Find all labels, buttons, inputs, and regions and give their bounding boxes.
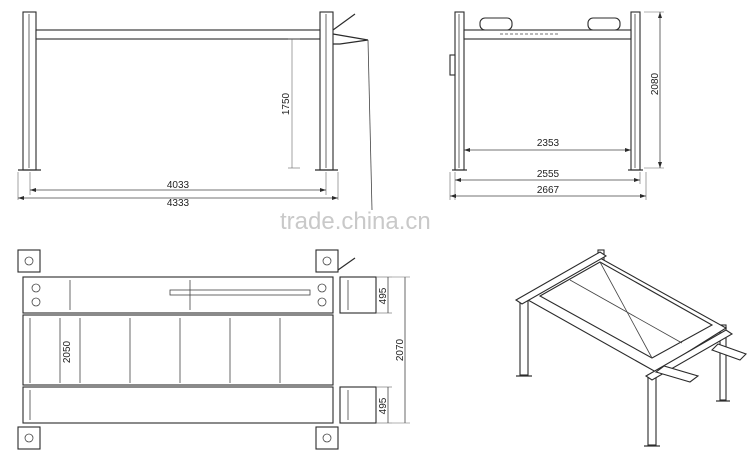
front-dim-inner-width: 4033 [167, 180, 190, 191]
side-dim-inner-width: 2353 [537, 138, 560, 149]
side-dim-outer-width: 2667 [537, 185, 560, 196]
side-dim-height: 2080 [650, 72, 661, 95]
watermark-text: trade.china.cn [280, 208, 431, 235]
top-dim-total-width: 2070 [395, 338, 406, 361]
front-dim-outer-width: 4333 [167, 198, 190, 209]
isometric-view [514, 249, 748, 447]
top-view: 495 495 2070 2050 [17, 249, 410, 450]
front-view: 4033 4333 1750 [17, 11, 373, 211]
top-dim-ramp-bottom: 495 [378, 397, 389, 414]
top-dim-runway-gap: 2050 [62, 340, 73, 363]
side-view: 2080 2353 2555 2667 [449, 11, 664, 200]
top-dim-ramp-top: 495 [378, 287, 389, 304]
front-dim-height: 1750 [281, 92, 292, 115]
side-dim-post-width: 2555 [537, 169, 560, 180]
